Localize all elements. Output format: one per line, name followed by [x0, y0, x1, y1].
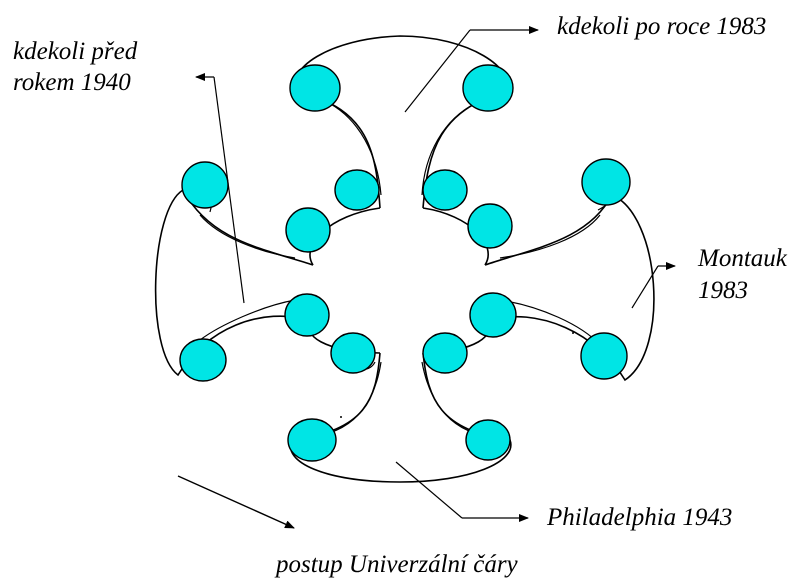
label-before-1940-line1: kdekoli před	[13, 38, 138, 65]
progress-arrow	[177, 475, 295, 529]
node-right-outer-bottom	[580, 332, 628, 380]
nodes	[179, 64, 631, 462]
node-top-inner-right	[422, 169, 468, 211]
top-lobe	[295, 35, 508, 209]
callout-after-1983	[404, 26, 539, 113]
node-left-outer-bottom	[179, 338, 227, 382]
node-right-inner-bottom	[469, 292, 517, 338]
label-before-1940-line2: rokem 1940	[13, 69, 131, 96]
central-ring	[308, 207, 490, 354]
callout-before-1940	[195, 73, 245, 304]
callout-philadelphia	[395, 461, 529, 522]
node-left-inner-top	[285, 207, 331, 253]
left-lobe	[154, 184, 314, 377]
label-montauk-line2: 1983	[698, 277, 748, 304]
node-right-outer-top	[581, 158, 631, 206]
node-left-outer-top	[181, 161, 229, 209]
node-bottom-outer-right	[465, 419, 511, 461]
label-montauk-line1: Montauk	[698, 245, 787, 272]
node-left-inner-bottom	[284, 293, 330, 337]
node-bottom-inner-left	[330, 332, 376, 374]
label-after-1983: kdekoli po roce 1983	[557, 13, 767, 40]
node-bottom-inner-right	[422, 332, 468, 374]
node-top-outer-right	[462, 64, 514, 112]
callout-montauk	[631, 262, 676, 309]
specks	[340, 332, 574, 418]
label-progress: postup Univerzální čáry	[276, 551, 518, 578]
bottom-lobe	[289, 352, 512, 483]
node-top-inner-left	[334, 169, 380, 211]
node-right-inner-top	[467, 203, 513, 249]
node-bottom-outer-left	[287, 418, 337, 462]
label-philadelphia: Philadelphia 1943	[547, 504, 733, 531]
node-top-outer-left	[289, 64, 341, 112]
